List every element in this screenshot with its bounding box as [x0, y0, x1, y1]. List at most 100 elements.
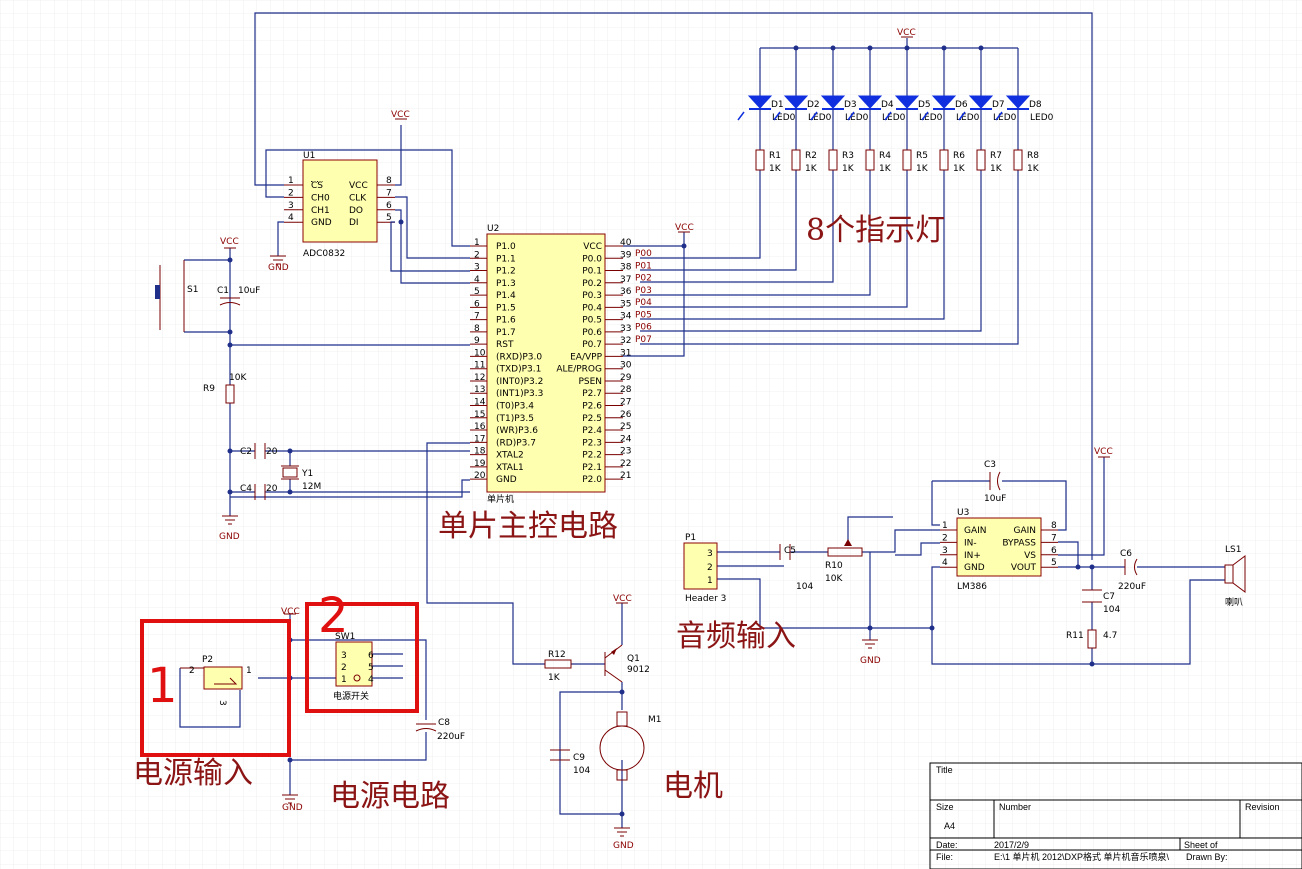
u2-pin-name: P2.6	[582, 402, 602, 412]
c4-cap: C4 20	[240, 484, 278, 500]
u2-pin-name: ALE/PROG	[556, 365, 602, 375]
u2-pin-name: P2.1	[582, 463, 602, 473]
u1-pin-name: DI	[349, 218, 359, 228]
u2-pin-name: (TXD)P3.1	[496, 365, 541, 375]
u2-pin-name: (T0)P3.4	[496, 402, 534, 412]
u2-pin-num: 22	[620, 459, 631, 469]
svg-text:20: 20	[266, 484, 278, 494]
u2-pin-num: 7	[474, 312, 480, 322]
svg-text:Number: Number	[999, 802, 1031, 812]
svg-text:20: 20	[266, 447, 278, 457]
svg-text:104: 104	[796, 582, 813, 592]
svg-text:220uF: 220uF	[1118, 582, 1146, 592]
u2-pin-name: P1.4	[496, 291, 516, 301]
u2-pin-num: 21	[620, 471, 631, 481]
svg-text:2: 2	[189, 666, 195, 676]
led-value: LED0	[882, 113, 906, 123]
svg-text:104: 104	[1103, 605, 1120, 615]
label-led-indicators: 8个指示灯	[806, 213, 945, 248]
svg-text:GND: GND	[268, 263, 289, 273]
led-value: LED0	[993, 113, 1017, 123]
u2-pin-num: 10	[474, 348, 486, 358]
svg-text:1K: 1K	[548, 673, 561, 683]
u2-pin-name: P1.1	[496, 254, 516, 264]
p2-jack: P2 2 1 3	[180, 655, 252, 706]
u2-pin-name: P0.6	[582, 328, 602, 338]
u2-pin-name: P0.7	[582, 340, 602, 350]
u2-pin-num: 20	[474, 471, 486, 481]
vcc-power: VCC	[281, 607, 300, 617]
callout-1: 1	[140, 619, 291, 757]
u2-pin-num: 23	[620, 447, 631, 457]
led-ref: D1	[771, 100, 784, 110]
u1-pin-num: 1	[288, 176, 294, 186]
u3-pin-num: 7	[1051, 533, 1057, 543]
svg-text:Sheet of: Sheet of	[1184, 840, 1218, 850]
svg-text:VCC: VCC	[391, 110, 410, 120]
net-label-p00: P00	[635, 249, 652, 259]
u2-pin-num: 11	[474, 361, 485, 371]
u1-ref-label: U1	[303, 151, 315, 161]
u2-pin-name: P1.5	[496, 303, 516, 313]
resistor-value: 1K	[805, 164, 818, 174]
svg-text:Header 3: Header 3	[685, 594, 726, 604]
svg-text:104: 104	[573, 766, 590, 776]
svg-text:Date:: Date:	[936, 840, 958, 850]
u2-pin-num: 16	[474, 422, 486, 432]
svg-text:2: 2	[341, 663, 347, 673]
u2-pin-name: P1.6	[496, 316, 516, 326]
u1-pin-num: 7	[386, 188, 392, 198]
u2-pin-num: 31	[620, 348, 631, 358]
u1-pin-num: 5	[386, 213, 392, 223]
c5-cap: C5 104	[779, 544, 813, 592]
u1-pin-name: CH0	[311, 193, 330, 203]
u2-pin-name: (T1)P3.5	[496, 414, 534, 424]
resistor-value: 1K	[842, 164, 855, 174]
svg-text:Q1: Q1	[627, 654, 640, 664]
u2-pin-num: 12	[474, 373, 485, 383]
led-value: LED0	[808, 113, 832, 123]
u1-pin-num: 4	[288, 213, 294, 223]
vcc-symbols: VCC VCC VCC VCC VCC VCC VCC	[220, 28, 1113, 617]
svg-text:喇叭: 喇叭	[1225, 596, 1243, 608]
ls1-speaker: LS1 喇叭	[1224, 545, 1246, 608]
svg-text:C8: C8	[438, 718, 450, 728]
u2-pin-num: 34	[620, 312, 632, 322]
u2-pin-name: P2.2	[582, 451, 602, 461]
svg-text:VCC: VCC	[897, 28, 916, 38]
led-ref: D6	[955, 100, 968, 110]
svg-text:E:\1 单片机 2012\DXP格式 单片机音乐喷泉\: E:\1 单片机 2012\DXP格式 单片机音乐喷泉\	[994, 851, 1170, 862]
u2-pin-num: 9	[474, 336, 480, 346]
net-label-p06: P06	[635, 323, 652, 333]
net-label-p07: P07	[635, 335, 652, 345]
svg-text:R11: R11	[1066, 631, 1084, 641]
resistor-ref: R5	[916, 151, 928, 161]
u2-pin-num: 3	[474, 263, 480, 273]
u2-pin-name: P0.2	[582, 279, 602, 289]
resistor-ref: R4	[879, 151, 891, 161]
svg-text:电源开关: 电源开关	[333, 690, 369, 702]
resistor-ref: R6	[953, 151, 965, 161]
u2-pin-name: P1.2	[496, 267, 516, 277]
u1-pin-name: GND	[311, 218, 332, 228]
u2-pin-num: 13	[474, 385, 485, 395]
svg-text:LS1: LS1	[1225, 545, 1241, 555]
u2-pin-name: P0.1	[582, 267, 602, 277]
u3-pin-name: IN-	[964, 538, 977, 548]
c1-cap: C1 10uF	[217, 286, 260, 306]
u1-pin-name: DO	[349, 206, 363, 216]
u2-pin-num: 33	[620, 324, 631, 334]
u2-pin-name: EA/VPP	[570, 352, 602, 362]
u2-pin-num: 14	[474, 398, 486, 408]
